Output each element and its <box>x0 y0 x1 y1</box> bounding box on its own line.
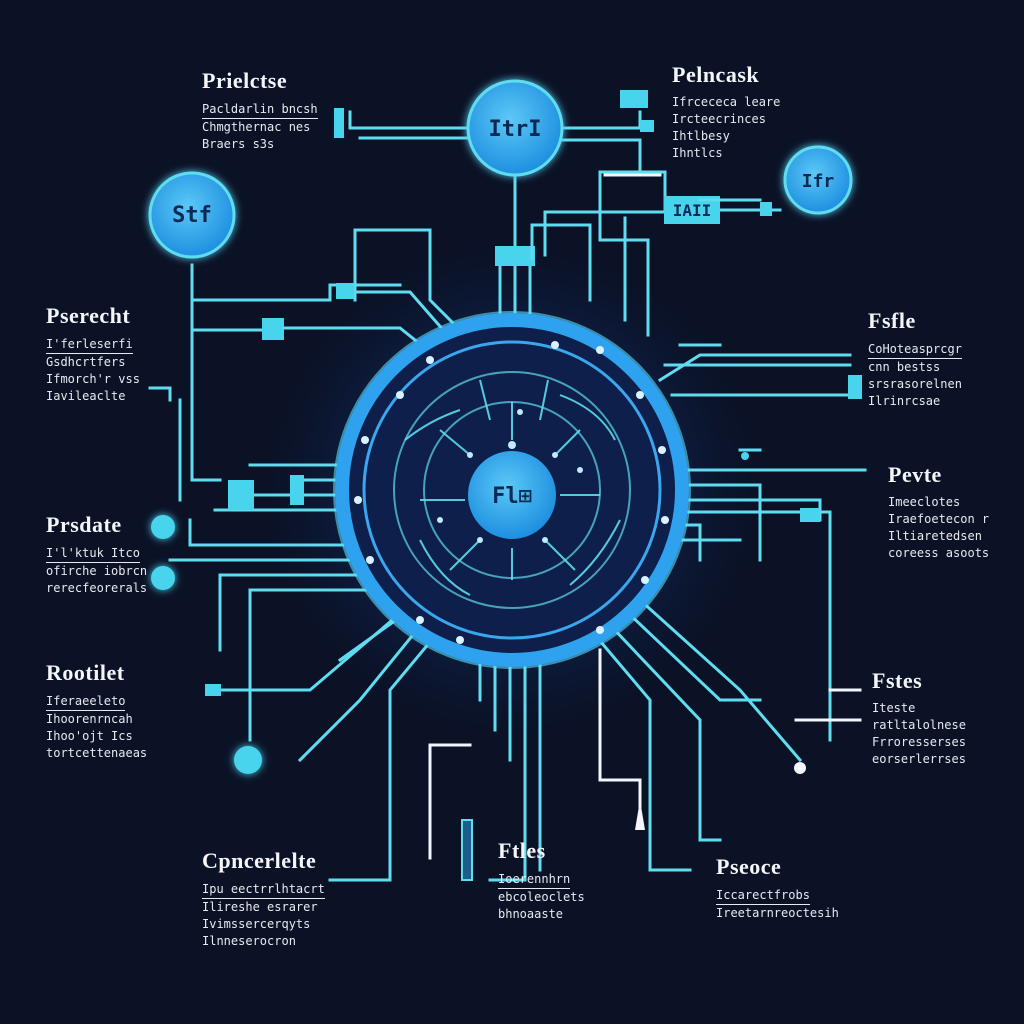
label-heading: Cpncerlelte <box>202 848 317 873</box>
central-hub: Fl⊞ <box>333 311 691 669</box>
center-node <box>468 451 556 539</box>
label-line: Chmgthernac nes <box>202 120 311 134</box>
label-line: Iccarectfrobs <box>716 887 810 905</box>
node-top-right-label: Ifr <box>802 171 835 192</box>
node-top-label: ItrI <box>489 117 542 142</box>
label-line: Ivimssercerqyts <box>202 917 311 931</box>
label-line: Ilireshe esrarer <box>202 900 318 914</box>
label-line: Ireetarnreoctesih <box>716 906 839 920</box>
center-node-label: Fl⊞ <box>492 484 532 509</box>
label-line: Ircteecrinces <box>672 112 766 126</box>
label-line: I'l'ktuk Itco <box>46 545 140 563</box>
label-line: bhnoaaste <box>498 907 564 921</box>
label-heading: Pevte <box>888 462 942 487</box>
label-line: Ifmorch'r vss <box>46 372 140 386</box>
label-line: Ihoorenrncah <box>46 712 133 726</box>
node-top-right: Ifr <box>783 145 853 215</box>
label-line: Iferaeeleto <box>46 693 126 711</box>
connector-dots <box>151 515 806 830</box>
label-line: Ioerennhrn <box>498 871 571 889</box>
label-line: I'ferleserfi <box>46 336 133 354</box>
label-line: Ilrinrcsae <box>868 394 941 408</box>
label-heading: Ftles <box>498 838 546 863</box>
label-top-right: Pelncask Ifrcececa leare Ircteecrinces I… <box>672 62 780 162</box>
label-line: Imeeclotes <box>888 495 961 509</box>
label-bottom-left: Cpncerlelte Ipu eectrrlhtacrt Ilireshe e… <box>202 848 325 950</box>
trace-group <box>148 90 867 882</box>
label-right-3: Fstes Iteste ratltalolnese Frroresserses… <box>872 668 966 768</box>
label-line: Ifrcececa leare <box>672 95 781 109</box>
label-heading: Pelncask <box>672 62 760 87</box>
label-line: Braers s3s <box>202 137 275 151</box>
label-heading: Fstes <box>872 668 923 693</box>
label-line: cnn bestss <box>868 360 941 374</box>
label-line: Ihntlcs <box>672 146 723 160</box>
label-line: Ipu eectrrlhtacrt <box>202 881 325 899</box>
label-left-3: Rootilet Iferaeeleto Ihoorenrncah Ihoo'o… <box>46 660 147 762</box>
label-line: ratltalolnese <box>872 718 966 732</box>
label-line: Iltiaretedsen <box>888 529 982 543</box>
label-left-1: Pserecht I'ferleserfi Gsdhcrtfers Ifmorc… <box>46 303 140 405</box>
label-left-2: Prsdate I'l'ktuk Itco ofirche iobrcn rer… <box>46 512 147 597</box>
label-heading: Rootilet <box>46 660 125 685</box>
label-line: srsrasorelnen <box>868 377 962 391</box>
node-top-left: Stf <box>148 171 236 259</box>
label-heading: Prsdate <box>46 512 122 537</box>
label-heading: Pseoce <box>716 854 782 879</box>
chip-label: IAII <box>673 201 712 220</box>
label-line: tortcettenaeas <box>46 746 148 760</box>
label-heading: Pserecht <box>46 303 131 328</box>
node-top-left-label: Stf <box>172 203 212 228</box>
label-line: coreess asoots <box>888 546 990 560</box>
label-bottom-mid: Ftles Ioerennhrn ebcoleoclets bhnoaaste <box>498 838 585 923</box>
label-line: CoHoteasprcgr <box>868 341 962 359</box>
label-line: Frroresserses <box>872 735 966 749</box>
label-line: Iavileaclte <box>46 389 126 403</box>
label-line: Pacldarlin bncsh <box>202 101 318 119</box>
label-line: Ihoo'ojt Ics <box>46 729 133 743</box>
label-line: Ilnneserocron <box>202 934 296 948</box>
label-line: Ihtlbesy <box>672 129 730 143</box>
label-bottom-right: Pseoce Iccarectfrobs Ireetarnreoctesih <box>716 854 839 922</box>
label-heading: Prielctse <box>202 68 288 93</box>
label-top-left: Prielctse Pacldarlin bncsh Chmgthernac n… <box>202 68 318 153</box>
label-line: ebcoleoclets <box>498 890 585 904</box>
node-top: ItrI <box>466 79 564 177</box>
label-line: rerecfeorerals <box>46 581 148 595</box>
label-heading: Fsfle <box>868 308 916 333</box>
label-line: Iteste <box>872 701 916 715</box>
label-line: ofirche iobrcn <box>46 564 148 578</box>
label-line: Iraefoetecon r <box>888 512 990 526</box>
label-line: Gsdhcrtfers <box>46 355 126 369</box>
label-line: eorserlerrses <box>872 752 966 766</box>
label-right-2: Pevte Imeeclotes Iraefoetecon r Iltiaret… <box>888 462 989 562</box>
label-right-1: Fsfle CoHoteasprcgr cnn bestss srsrasore… <box>868 308 962 410</box>
